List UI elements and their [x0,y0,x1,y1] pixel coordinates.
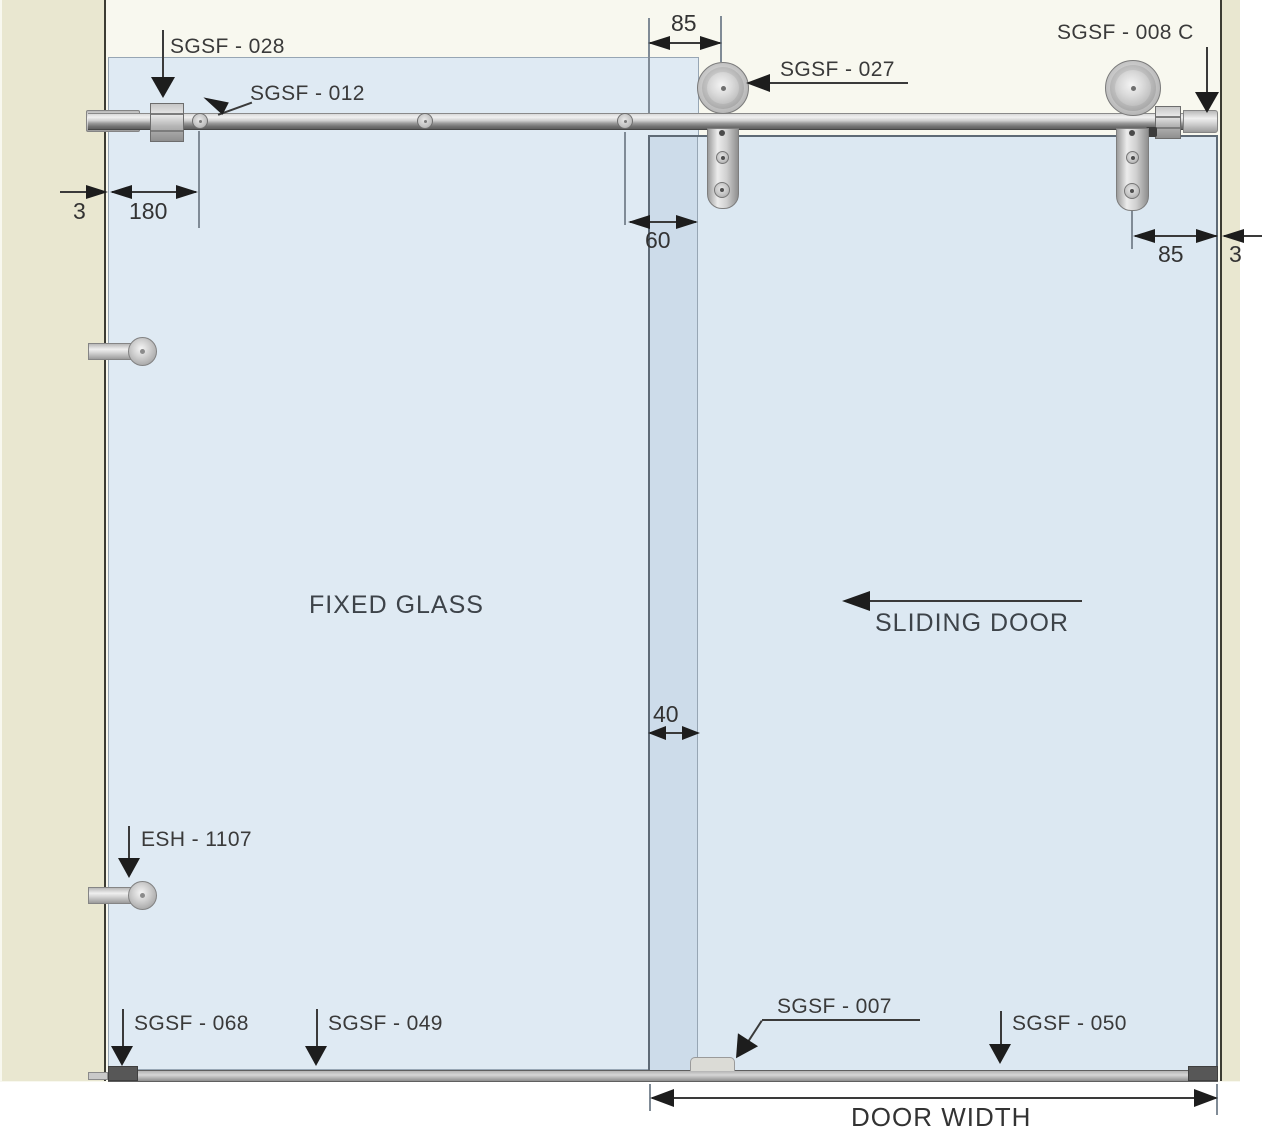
sgsf-050-leader-line [1000,1011,1002,1047]
dim-60-line [630,221,696,223]
strap-screw [714,182,730,198]
sliding-door-arrow-line [864,600,1082,602]
sliding-door-label: SLIDING DOOR [875,609,1069,637]
dim-right-85-text: 85 [1158,241,1184,267]
dim-right-85-arrow-right [1196,229,1218,243]
fixed-glass-label: FIXED GLASS [309,591,484,619]
label-sgsf-007: SGSF - 007 [777,995,892,1018]
wall-stabilizer-bottom-cylinder [88,887,132,904]
rail-end-nut [1146,127,1157,137]
label-sgsf-008c: SGSF - 008 C [1057,21,1194,44]
sgsf-068-leader-line [122,1009,124,1049]
rail-wall-clamp-left [150,103,184,142]
floor-guide-block [690,1057,735,1071]
glass-overlap-strip [650,137,698,1070]
sgsf-008c-arrow [1195,92,1219,113]
door-width-line [652,1097,1216,1099]
dim-180-arrow-left [110,185,132,199]
floor-block-right [1188,1066,1218,1081]
label-esh-1107: ESH - 1107 [141,828,252,851]
sgsf-028-arrow [151,77,175,98]
sgsf-027-arrow [746,74,770,92]
sgsf-008c-leader-line [1206,47,1208,93]
wall-stabilizer-top-cylinder [88,343,132,360]
rail-bolt-3 [617,113,633,129]
door-width-arrow-right [1194,1089,1218,1107]
sgsf-049-arrow [305,1046,327,1066]
strap-pin-right [1129,130,1135,136]
sgsf-028-leader-line [162,30,164,77]
sgsf-068-arrow [111,1046,133,1066]
channel-stub-left [88,1072,108,1080]
sgsf-027-leader-line [766,82,908,84]
dim-40-line [650,732,698,734]
dim-60-arrow-left [628,215,650,229]
dim-top-85-arrow-left [648,36,670,50]
wall-stabilizer-top-knob [128,337,157,366]
sliding-door-panel [648,135,1218,1070]
dim-right-85-arrow-left [1133,229,1155,243]
dim-top-85-arrow-right [700,36,722,50]
strap-screw [1126,151,1139,164]
dim-180-text: 180 [129,198,168,224]
dim-right-3-arrow [1222,229,1244,243]
sliding-door-arrow [842,591,870,611]
dim-40-arrow-left [648,726,666,740]
sgsf-007-underline [762,1019,920,1021]
dim-right-3-text: 3 [1229,241,1242,267]
dim-right-85-extension-line [1131,211,1133,249]
rail-end-cap [1183,110,1218,133]
sgsf-050-arrow [989,1044,1011,1064]
dim-left-3-text: 3 [73,198,86,224]
roller-right [1105,60,1161,116]
left-wall [2,0,106,1081]
label-sgsf-049: SGSF - 049 [328,1012,443,1035]
dim-180-line [112,191,196,193]
label-sgsf-027: SGSF - 027 [780,58,895,81]
dim-60-extension-line [624,132,626,225]
dim-180-arrow-right [176,185,198,199]
rail-clamp-right [1155,106,1181,139]
dim-40-arrow-right [682,726,700,740]
dim-60-arrow-right [676,215,698,229]
dim-right-85-line [1135,235,1217,237]
wall-stabilizer-bottom-knob [128,881,157,910]
door-edge-extension-line [648,18,650,113]
label-sgsf-012: SGSF - 012 [250,82,365,105]
fixed-glass-panel [108,57,699,1070]
esh-1107-leader-line [128,826,130,860]
floor-channel [108,1070,1218,1082]
door-width-label: DOOR WIDTH [851,1102,1032,1132]
label-sgsf-028: SGSF - 028 [170,35,285,58]
dim-60-text: 60 [645,227,671,253]
label-sgsf-050: SGSF - 050 [1012,1012,1127,1035]
dim-top-85-text: 85 [671,10,697,36]
dim-top-85-line [650,42,720,44]
esh-1107-arrow [118,858,140,878]
label-sgsf-068: SGSF - 068 [134,1012,249,1035]
strap-screw [1124,183,1140,199]
dim-left-3-arrow [86,185,108,199]
dim-left-3-line [60,191,92,193]
door-width-extension-left [649,1084,651,1111]
strap-pin-left [719,130,725,136]
strap-screw [716,151,729,164]
right-wall [1220,0,1240,1081]
top-rail [88,113,1218,130]
rail-bolt-1 [192,113,208,129]
sgsf-049-leader-line [316,1009,318,1049]
dim-40-text: 40 [653,701,679,727]
floor-block-left [108,1066,138,1081]
rail-bolt-2 [417,113,433,129]
roller-left [697,62,749,114]
dim-180-extension-line [198,131,200,228]
door-width-arrow-left [650,1089,674,1107]
